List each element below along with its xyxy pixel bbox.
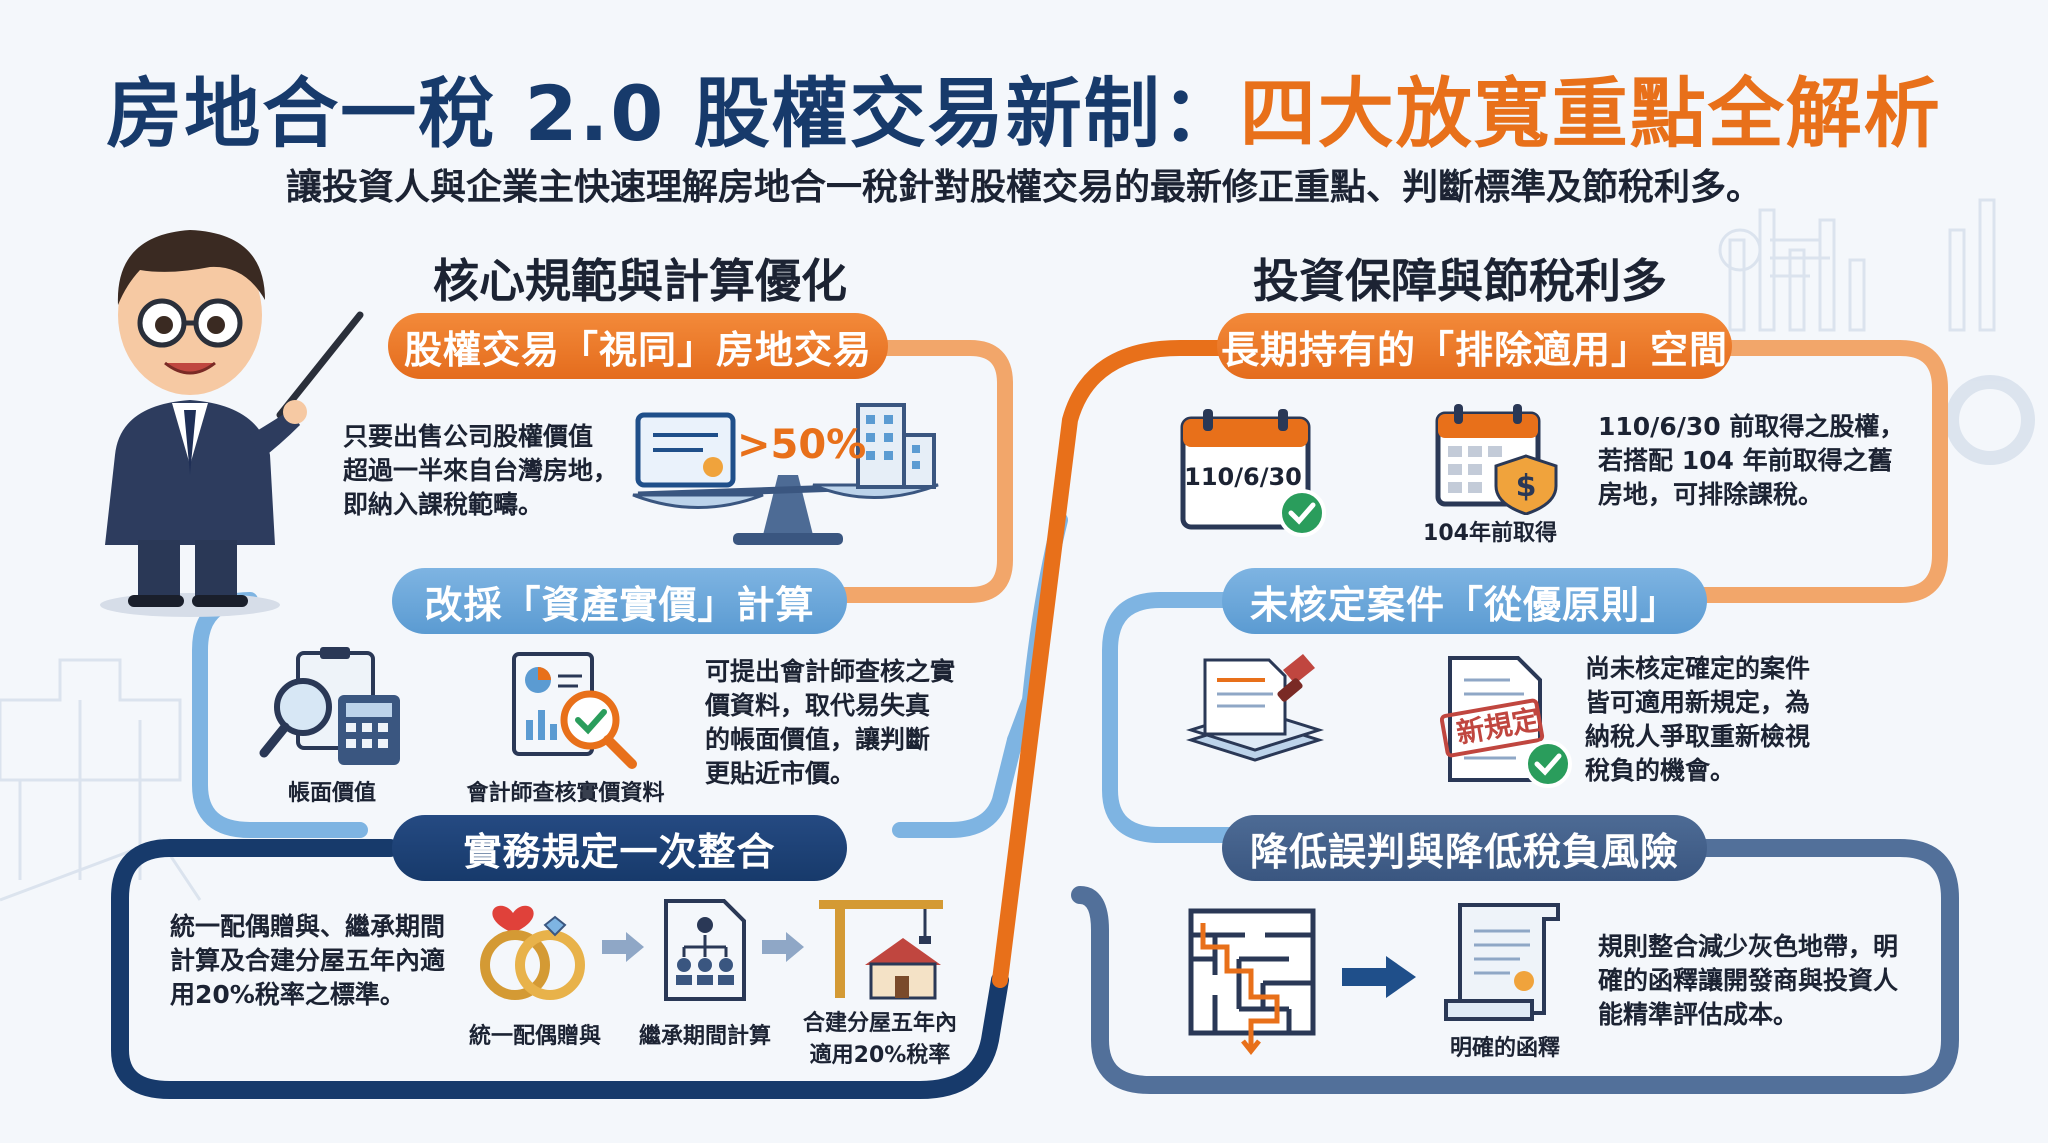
frame-right-3 [1071, 839, 1959, 1094]
desc-line: 即納入課稅範疇。 [343, 490, 544, 519]
caption-joint-build: 合建分屋五年內 適用20%稅率 [785, 1005, 975, 1069]
calendar-shield-icon: $ [1435, 404, 1558, 515]
pill-equity-as-property: 股權交易「視同」房地交易 [388, 313, 888, 379]
desc-line: 可提出會計師查核之實 [705, 657, 956, 686]
desc-line: 更貼近市價。 [705, 759, 856, 788]
calendar-check-icon [1180, 409, 1326, 537]
caption-audited-data: 會計師查核實價資料 [466, 781, 665, 806]
caption-before-104: 104年前取得 [1423, 521, 1557, 546]
frame-right-2 [1102, 592, 1238, 843]
scroll-icon [1444, 903, 1560, 1021]
caption-book-value: 帳面價值 [287, 781, 376, 806]
frame-left-1 [592, 340, 1013, 603]
desc-line: 皆可適用新規定，為 [1585, 688, 1811, 717]
title-part2: 四大放寬重點全解析 [1239, 69, 1942, 158]
magnifier-icon [259, 678, 332, 758]
desc-line: 稅負的機會。 [1585, 756, 1736, 785]
frame-left-3 [111, 839, 1009, 1099]
building-icon [856, 403, 936, 489]
crane-house-icon [819, 900, 943, 1000]
desc-line: 110/6/30 前取得之股權， [1598, 412, 1905, 441]
desc-line: 房地，可排除課稅。 [1598, 480, 1824, 509]
scale-icon [632, 403, 939, 545]
desc-right-1: 110/6/30 前取得之股權， 若搭配 104 年前取得之舊 房地，可排除課稅… [1598, 410, 1918, 512]
new-rule-doc-icon [1440, 656, 1572, 788]
title-part1: 房地合一稅 2.0 股權交易新制： [106, 69, 1240, 158]
magnifier-calculator-icon [259, 647, 400, 765]
right-column-heading: 投資保障與節稅利多 [1253, 254, 1667, 308]
desc-line: 用20%稅率之標準。 [170, 980, 405, 1009]
org-chart-icon [664, 899, 746, 1001]
caption-line: 適用20%稅率 [809, 1043, 951, 1068]
calculator-icon [338, 695, 400, 765]
desc-right-3: 規則整合減少灰色地帶，明 確的函釋讓開發商與投資人 能精準評估成本。 [1598, 930, 1928, 1032]
desc-left-2: 可提出會計師查核之實 價資料，取代易失真 的帳面價值，讓判斷 更貼近市價。 [705, 655, 980, 791]
desc-line: 規則整合減少灰色地帶，明 [1598, 932, 1899, 961]
frame-right-1 [1682, 340, 1948, 603]
desc-line: 計算及合建分屋五年內適 [170, 946, 446, 975]
left-column-heading: 核心規範與計算優化 [433, 254, 847, 308]
pill-long-term-exclusion: 長期持有的「排除適用」空間 [1217, 313, 1732, 379]
caption-inheritance-period: 繼承期間計算 [638, 1024, 771, 1049]
caption-line: 合建分屋五年內 [802, 1011, 957, 1036]
desc-line: 能精準評估成本。 [1598, 1000, 1799, 1029]
presenter-avatar [100, 230, 364, 617]
calendar-date: 110/6/30 [1184, 463, 1302, 491]
frame-center-connector [992, 340, 1238, 988]
report-icon [512, 652, 637, 769]
arrow-right-icon [762, 932, 804, 962]
arrow-right-icon [602, 932, 644, 962]
desc-line: 價資料，取代易失真 [705, 691, 931, 720]
desc-line: 若搭配 104 年前取得之舊 [1598, 446, 1893, 475]
arrow-right-icon [1342, 956, 1416, 998]
desc-right-2: 尚未核定確定的案件 皆可適用新規定，為 納稅人爭取重新檢視 稅負的機會。 [1585, 652, 1885, 788]
pill-practice-integration: 實務規定一次整合 [392, 815, 847, 881]
desc-left-3: 統一配偶贈與、繼承期間 計算及合建分屋五年內適 用20%稅率之標準。 [170, 910, 460, 1012]
percent-label: >50% [737, 422, 867, 468]
desc-line: 的帳面價值，讓判斷 [705, 725, 931, 754]
desc-line: 只要出售公司股權價值 [343, 422, 594, 451]
certificate-icon [635, 412, 736, 488]
pill-reduce-risk: 降低誤判與降低稅負風險 [1222, 815, 1707, 881]
page-subtitle: 讓投資人與企業主快速理解房地合一稅針對股權交易的最新修正重點、判斷標準及節稅利多… [285, 167, 1762, 208]
rings-icon [480, 905, 585, 1000]
desc-line: 統一配偶贈與、繼承期間 [170, 912, 446, 941]
desc-line: 確的函釋讓開發商與投資人 [1598, 966, 1899, 995]
documents-stamp-icon [1185, 654, 1325, 762]
maze-icon [1188, 908, 1316, 1055]
desc-line: 尚未核定確定的案件 [1585, 654, 1811, 683]
desc-line: 超過一半來自台灣房地， [343, 456, 619, 485]
caption-spousal-gift: 統一配偶贈與 [468, 1024, 601, 1049]
pill-favorable-principle: 未核定案件「從優原則」 [1222, 568, 1707, 634]
svg-text:$: $ [1516, 469, 1537, 504]
desc-left-1: 只要出售公司股權價值 超過一半來自台灣房地， 即納入課稅範疇。 [343, 420, 643, 522]
caption-clear-ruling: 明確的函釋 [1449, 1036, 1560, 1061]
pill-actual-asset-value: 改採「資產實價」計算 [392, 568, 847, 634]
page-title: 房地合一稅 2.0 股權交易新制：四大放寬重點全解析 [0, 52, 2048, 162]
desc-line: 納稅人爭取重新檢視 [1585, 722, 1811, 751]
